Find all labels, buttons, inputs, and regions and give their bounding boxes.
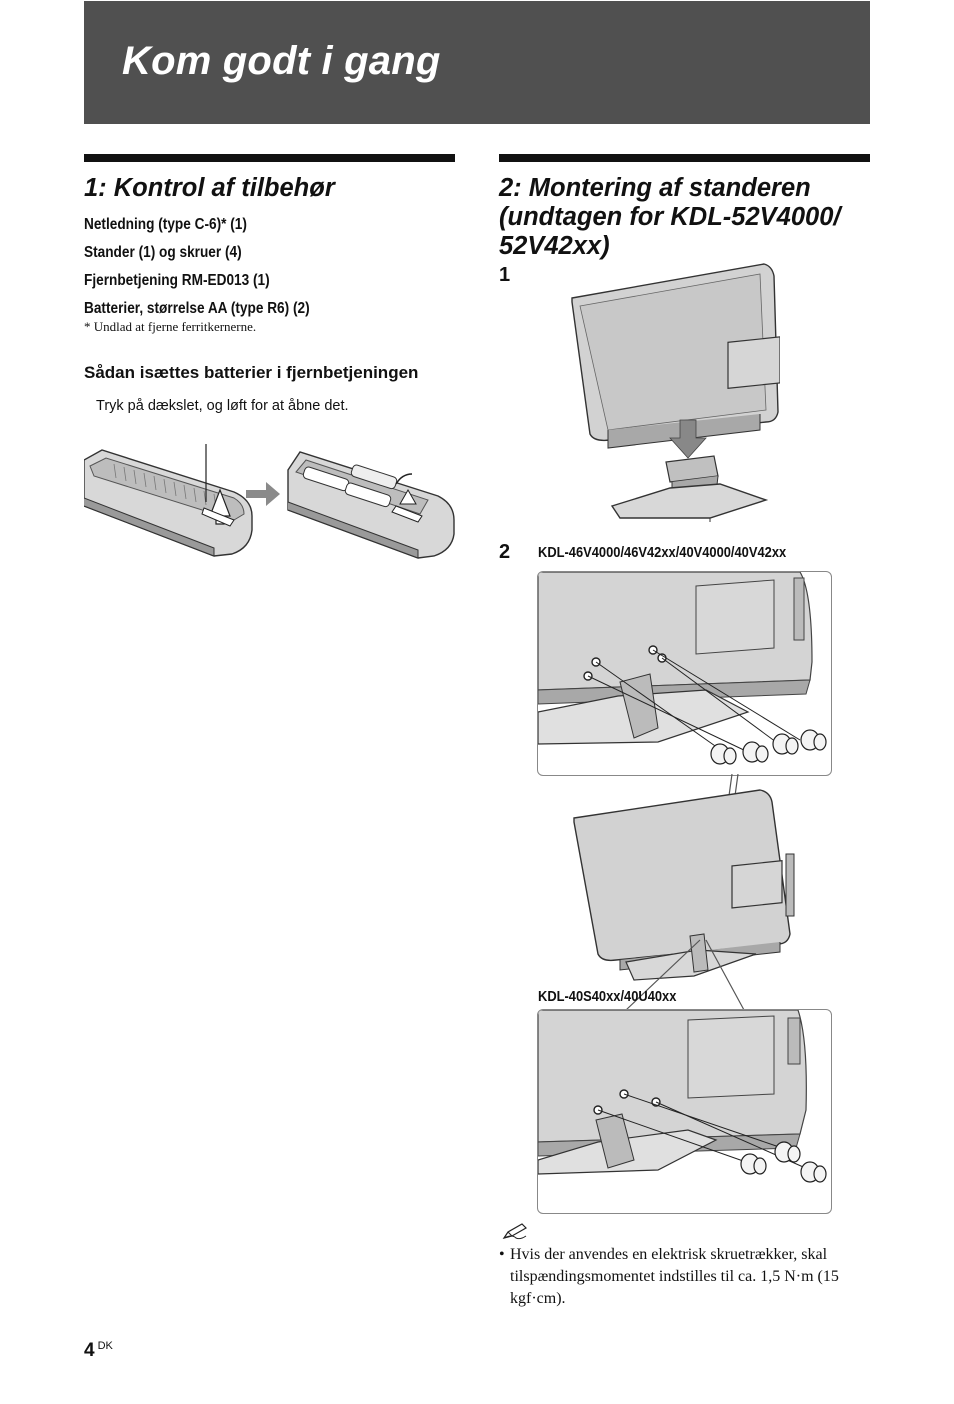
tv-stand-step1-illustration	[571, 263, 780, 522]
accessory-item: Fjernbetjening RM-ED013 (1)	[84, 272, 270, 289]
accessory-list: Netledning (type C-6)* (1) Stander (1) o…	[84, 211, 455, 323]
remote-open-drawing	[287, 451, 455, 559]
step-1-number: 1	[499, 264, 511, 286]
accessory-item: Batterier, størrelse AA (type R6) (2)	[84, 300, 310, 317]
pencil-note-icon	[502, 1223, 527, 1240]
remote-closed-drawing	[84, 444, 253, 557]
note: • Hvis der anvendes en elektrisk skruetr…	[499, 1244, 871, 1310]
model-label-s-u-series: KDL-40S40xx/40U40xx	[538, 988, 677, 1005]
section-accessories: 1: Kontrol af tilbehør Netledning (type …	[84, 154, 455, 414]
page-number-value: 4	[84, 1340, 95, 1361]
section-rule	[84, 154, 455, 162]
footnote: * Undlad at fjerne ferritkernerne.	[84, 319, 257, 334]
batteries-subtitle: Sådan isættes batterier i fjernbetjening…	[84, 363, 419, 382]
screw-icons	[740, 1141, 827, 1183]
screw-detail-panel-s-u-series	[537, 1009, 832, 1214]
step-2-number: 2	[499, 541, 511, 563]
section-rule	[499, 154, 870, 162]
section-stand-assembly: 2: Montering af standeren (undtagen for …	[499, 154, 870, 261]
section2-title: 2: Montering af standeren (undtagen for …	[499, 174, 841, 260]
note-bullet: •	[499, 1246, 505, 1263]
screw-detail-drawing	[538, 1010, 827, 1183]
next-arrow-icon	[246, 482, 280, 506]
screw-detail-drawing	[538, 572, 827, 765]
model-label-v-series: KDL-46V4000/46V42xx/40V4000/40V42xx	[538, 544, 787, 561]
page-title: Kom godt i gang	[122, 39, 441, 83]
batteries-instruction: Tryk på dækslet, og løft for at åbne det…	[96, 398, 349, 414]
title-banner: Kom godt i gang	[84, 1, 870, 124]
note-text: Hvis der anvendes en elektrisk skruetræk…	[510, 1246, 839, 1307]
screw-detail-panel-v-series	[537, 571, 832, 776]
section1-title: 1: Kontrol af tilbehør	[84, 174, 335, 202]
page-locale: DK	[97, 1340, 113, 1352]
remote-battery-illustration	[84, 444, 455, 559]
screw-icons	[710, 729, 827, 765]
tv-rear-view-illustration	[573, 774, 795, 1011]
accessory-item: Stander (1) og skruer (4)	[84, 244, 242, 261]
accessory-item: Netledning (type C-6)* (1)	[84, 216, 247, 233]
